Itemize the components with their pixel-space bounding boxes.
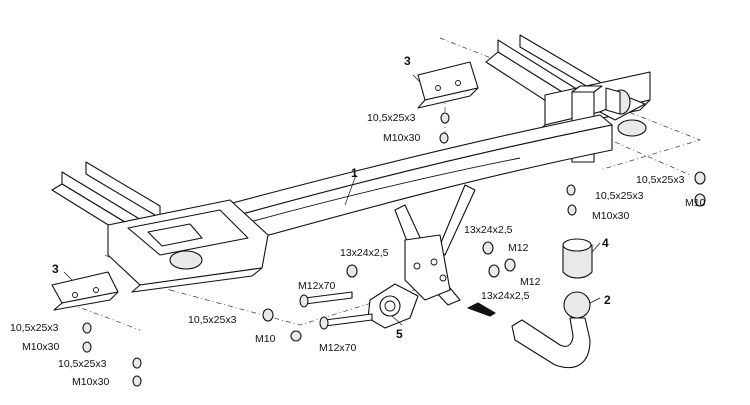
part-number-5: 5 [396,327,403,341]
left-frame-brackets [51,161,269,293]
socket-plate [367,283,419,329]
main-crossbar [149,114,613,263]
label-mid-washer-a: 13x24x2,5 [464,224,513,236]
small-hardware [82,112,706,387]
insert-arrow [467,302,496,317]
clamp-bracket-left [51,271,119,311]
label-right-washer-a: 10,5x25x3 [636,174,685,186]
label-bolt-m12x70-b: M12x70 [319,342,357,354]
part-number-1: 1 [351,166,358,180]
label-right-washer-b: 10,5x25x3 [595,190,644,202]
part-number-2: 2 [604,293,611,307]
clamp-bracket-top [417,61,479,109]
label-mid-nut-a: M12 [508,242,529,254]
tow-ball-neck [511,291,591,369]
label-mid-washer-c: 13x24x2,5 [340,247,389,259]
hitch-washers-nuts [262,241,516,342]
label-top-bolt: M10x30 [383,132,421,144]
leader-lines [63,74,601,326]
part-number-3-left: 3 [52,262,59,276]
label-bl-washer-a: 10,5x25x3 [10,322,59,334]
label-bl-bolt-a: M10x30 [22,341,60,353]
label-right-bolt-a: M10 [685,197,706,209]
label-left-nut: M10 [255,333,276,345]
receiver-tube [599,87,647,137]
part-number-4: 4 [602,236,609,250]
label-left-washer: 10,5x25x3 [188,314,237,326]
part-number-3-top: 3 [404,54,411,68]
label-right-bolt-b: M10x30 [592,210,630,222]
hitch-plate [394,184,476,306]
label-bolt-m12x70-a: M12x70 [298,280,336,292]
label-top-washer: 10,5x25x3 [367,112,416,124]
label-bl-bolt-b: M10x30 [72,376,110,388]
tow-ball-cap [562,238,593,279]
m12x70-bolts [299,291,373,330]
label-mid-washer-b: 13x24x2,5 [481,290,530,302]
label-bl-washer-b: 10,5x25x3 [58,358,107,370]
label-mid-nut-b: M12 [520,276,541,288]
